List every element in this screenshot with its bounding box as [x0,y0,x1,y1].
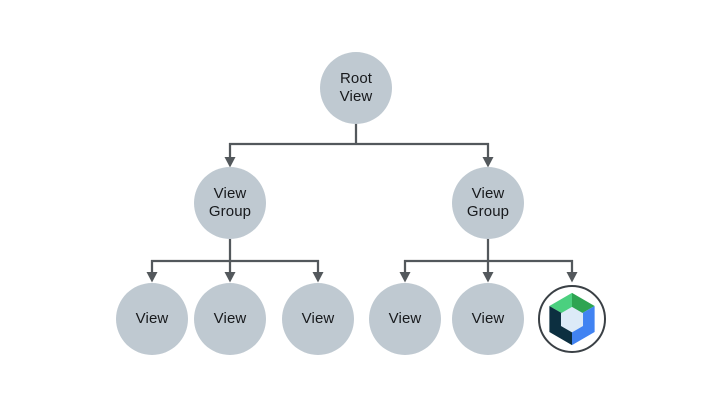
node-view-group-left-label: View Group [208,185,252,220]
node-view-left-2-label: View [213,310,247,327]
node-view-left-3: View [282,283,354,355]
node-view-left-3-label: View [301,310,335,327]
connector-strokes [150,123,574,274]
node-view-left-2: View [194,283,266,355]
arrowhead-view-left-3 [312,272,324,283]
node-view-left-1-label: View [135,310,169,327]
connector-leftgroup-to-views [150,239,320,274]
arrowhead-view-right-1 [399,272,411,283]
arrowhead-compose-node [566,272,578,283]
arrowhead-group-right [482,157,494,168]
node-view-right-1-label: View [388,310,422,327]
node-root-view-label: Root View [339,70,373,105]
node-view-right-2-label: View [471,310,505,327]
compose-inner-hexagon [560,306,584,333]
jetpack-compose-icon [549,292,595,346]
connector-root-to-groups [228,123,490,159]
node-view-right-1: View [369,283,441,355]
node-view-group-left: View Group [194,167,266,239]
node-view-right-2: View [452,283,524,355]
node-root-view: Root View [320,52,392,124]
node-view-group-right-label: View Group [466,185,510,220]
node-view-left-1: View [116,283,188,355]
arrowhead-view-right-2 [482,272,494,283]
connector-arrowheads [146,157,578,283]
arrowhead-view-left-2 [224,272,236,283]
connector-rightgroup-to-children [403,239,574,274]
arrowhead-group-left [224,157,236,168]
node-view-group-right: View Group [452,167,524,239]
node-compose [538,285,606,353]
arrowhead-view-left-1 [146,272,158,283]
